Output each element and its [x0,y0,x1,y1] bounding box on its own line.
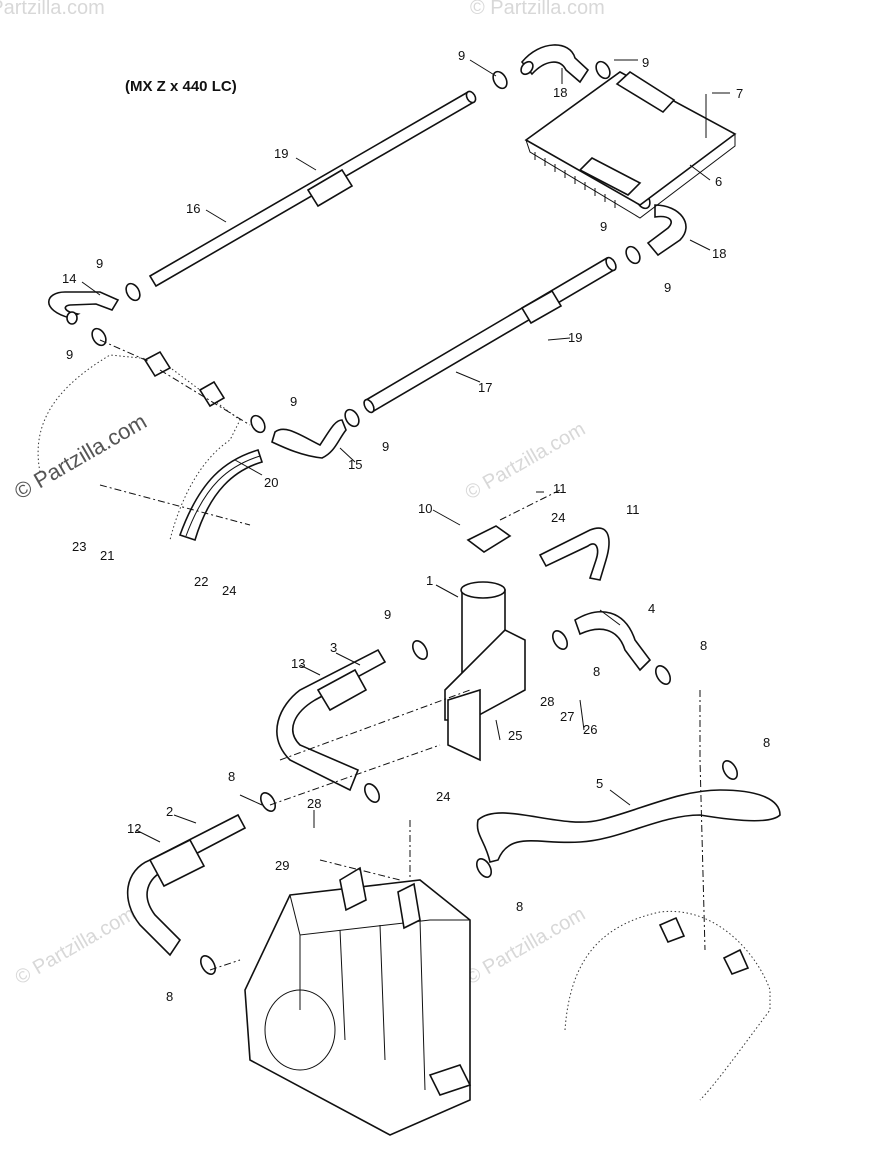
callout-label: 12 [127,821,141,836]
callout-label: 15 [348,457,362,472]
callout-label: 9 [382,439,389,454]
callout-label: 25 [508,728,522,743]
callout-label: 22 [194,574,208,589]
callout-label: 28 [540,694,554,709]
callout-label: 8 [593,664,600,679]
callout-label: 8 [763,735,770,750]
callout-label: 9 [290,394,297,409]
hose-11 [538,527,610,581]
callout-label: 6 [715,174,722,189]
clamp-8-group [199,630,739,975]
callout-label: 20 [264,475,278,490]
callout-label: 11 [626,502,640,517]
hose-17 [363,256,617,414]
tunnel-left [37,350,264,542]
callout-label: 3 [330,640,337,655]
watermark: © Partzilla.com [0,0,105,19]
watermark: © Partzilla.com [462,903,590,989]
callout-label: 11 [553,481,567,496]
callout-label: 9 [458,48,465,63]
callout-label: 4 [648,601,655,616]
callout-label: 23 [72,539,86,554]
hose-18-top [520,44,590,84]
hose-15 [271,419,347,459]
hose-14 [48,291,120,325]
callout-label: 8 [166,989,173,1004]
callout-label: 26 [583,722,597,737]
engine [244,866,472,1136]
callout-label: 24 [222,583,236,598]
model-title: (MX Z x 440 LC) [125,78,237,95]
connector-lines [99,339,706,971]
callout-labels: 9 9 18 7 6 9 18 9 19 16 9 14 9 19 17 9 9… [62,48,770,1004]
callout-label: 10 [418,501,432,516]
hose-12 [126,813,247,957]
callout-label: 9 [664,280,671,295]
hose-5 [476,789,781,863]
callout-label: 9 [66,347,73,362]
callout-label: 13 [291,656,305,671]
watermark: © Partzilla.com [10,409,151,505]
callout-label: 2 [166,804,173,819]
callout-label: 18 [553,85,567,100]
tunnel-right [564,910,771,1101]
callout-label: 8 [228,769,235,784]
callout-label: 17 [478,380,492,395]
callout-label: 18 [712,246,726,261]
callout-label: 28 [307,796,321,811]
callout-label: 8 [516,899,523,914]
callout-label: 5 [596,776,603,791]
callout-label: 1 [426,573,433,588]
callout-label: 9 [642,55,649,70]
callout-label: 14 [62,271,76,286]
callout-label: 8 [700,638,707,653]
watermark: © Partzilla.com [12,903,140,989]
hose-4 [574,611,652,672]
callout-label: 19 [568,330,582,345]
callout-label: 9 [384,607,391,622]
callout-label: 9 [600,219,607,234]
hose-16 [148,90,477,288]
watermark: © Partzilla.com [470,0,605,19]
coolant-reservoir-1 [444,525,526,762]
hose-13 [276,648,387,792]
leader-lines [81,59,730,843]
callout-label: 29 [275,858,289,873]
callout-label: 27 [560,709,574,724]
callout-label: 21 [100,548,114,563]
callout-label: 24 [436,789,450,804]
callout-label: 9 [96,256,103,271]
callout-label: 19 [274,146,288,161]
callout-label: 24 [551,510,565,525]
hose-18-right [646,204,687,257]
callout-label: 16 [186,201,200,216]
callout-label: 7 [736,86,743,101]
watermark: © Partzilla.com [462,418,590,504]
heat-exchanger-6 [524,70,737,219]
